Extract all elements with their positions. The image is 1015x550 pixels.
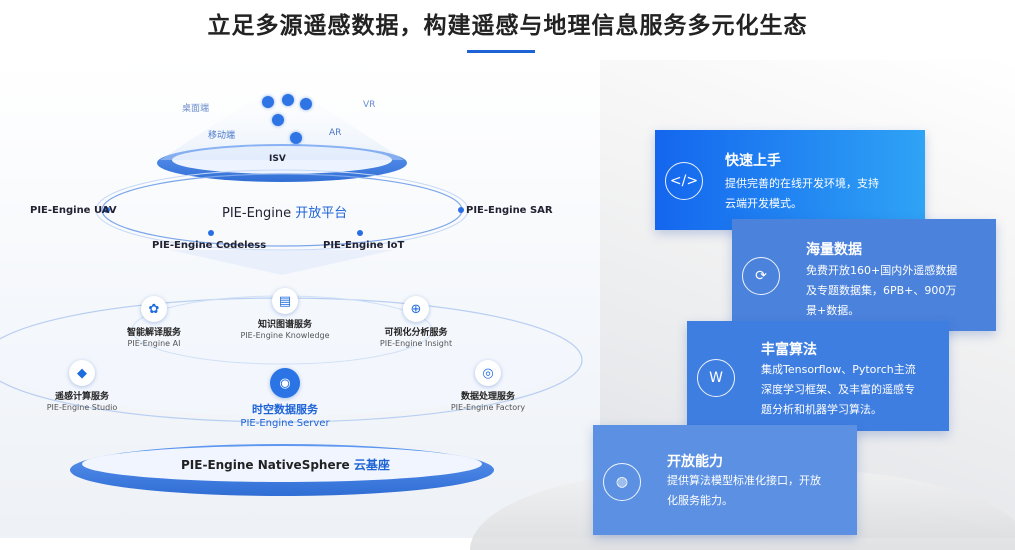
platform-node: [208, 230, 214, 236]
device-icon: [290, 132, 302, 144]
feature-card-algorithm: W 丰富算法 集成Tensorflow、Pytorch主流 深度学习框架、及丰富…: [687, 321, 949, 431]
cube-icon: ◆: [69, 360, 95, 386]
database-icon: ◉: [270, 368, 300, 398]
label-uav: PIE-Engine UAV: [30, 205, 117, 216]
open-icon: ◍: [603, 463, 641, 501]
service-studio: ◆ 遥感计算服务 PIE-Engine Studio: [12, 360, 152, 412]
process-icon: ◎: [475, 360, 501, 386]
device-icon: [272, 114, 284, 126]
label-ar: AR: [329, 128, 342, 138]
platform-node: [104, 207, 110, 213]
service-server: ◉ 时空数据服务 PIE-Engine Server: [215, 368, 355, 429]
service-ai: ✿ 智能解译服务 PIE-Engine AI: [84, 296, 224, 348]
algorithm-icon: W: [697, 359, 735, 397]
service-insight: ⊕ 可视化分析服务 PIE-Engine Insight: [346, 296, 486, 348]
platform-node: [357, 230, 363, 236]
label-codeless: PIE-Engine Codeless: [152, 240, 267, 251]
label-iot: PIE-Engine IoT: [323, 240, 405, 251]
architecture-diagram: 桌面端 VR 移动端 AR ISV PIE-Engine 开放平台 PIE-En…: [0, 60, 620, 538]
service-knowledge: ▤ 知识图谱服务 PIE-Engine Knowledge: [215, 288, 355, 340]
device-icon: [300, 98, 312, 110]
ai-icon: ✿: [141, 296, 167, 322]
device-icon: [282, 94, 294, 106]
base-title: PIE-Engine NativeSphere 云基座: [181, 458, 390, 472]
code-icon: </>: [665, 162, 703, 200]
label-sar: PIE-Engine SAR: [466, 205, 553, 216]
book-icon: ▤: [272, 288, 298, 314]
feature-card-open: ◍ 开放能力 提供算法模型标准化接口，开放 化服务能力。: [593, 425, 857, 535]
label-vr: VR: [363, 100, 376, 110]
globe-icon: ⊕: [403, 296, 429, 322]
data-icon: ⟳: [742, 257, 780, 295]
service-factory: ◎ 数据处理服务 PIE-Engine Factory: [418, 360, 558, 412]
title-underline: [467, 50, 535, 53]
platform-node: [458, 207, 464, 213]
feature-card-data: ⟳ 海量数据 免费开放160+国内外遥感数据 及专题数据集，6PB+、900万 …: [732, 219, 996, 331]
label-desktop: 桌面端: [182, 104, 210, 114]
platform-title: PIE-Engine 开放平台: [222, 206, 348, 221]
label-mobile: 移动端: [208, 131, 236, 141]
page-title: 立足多源遥感数据，构建遥感与地理信息服务多元化生态: [207, 13, 808, 39]
label-isv: ISV: [269, 154, 286, 164]
device-icon: [262, 96, 274, 108]
feature-card-quickstart: </> 快速上手 提供完善的在线开发环境，支持 云端开发模式。: [655, 130, 925, 230]
